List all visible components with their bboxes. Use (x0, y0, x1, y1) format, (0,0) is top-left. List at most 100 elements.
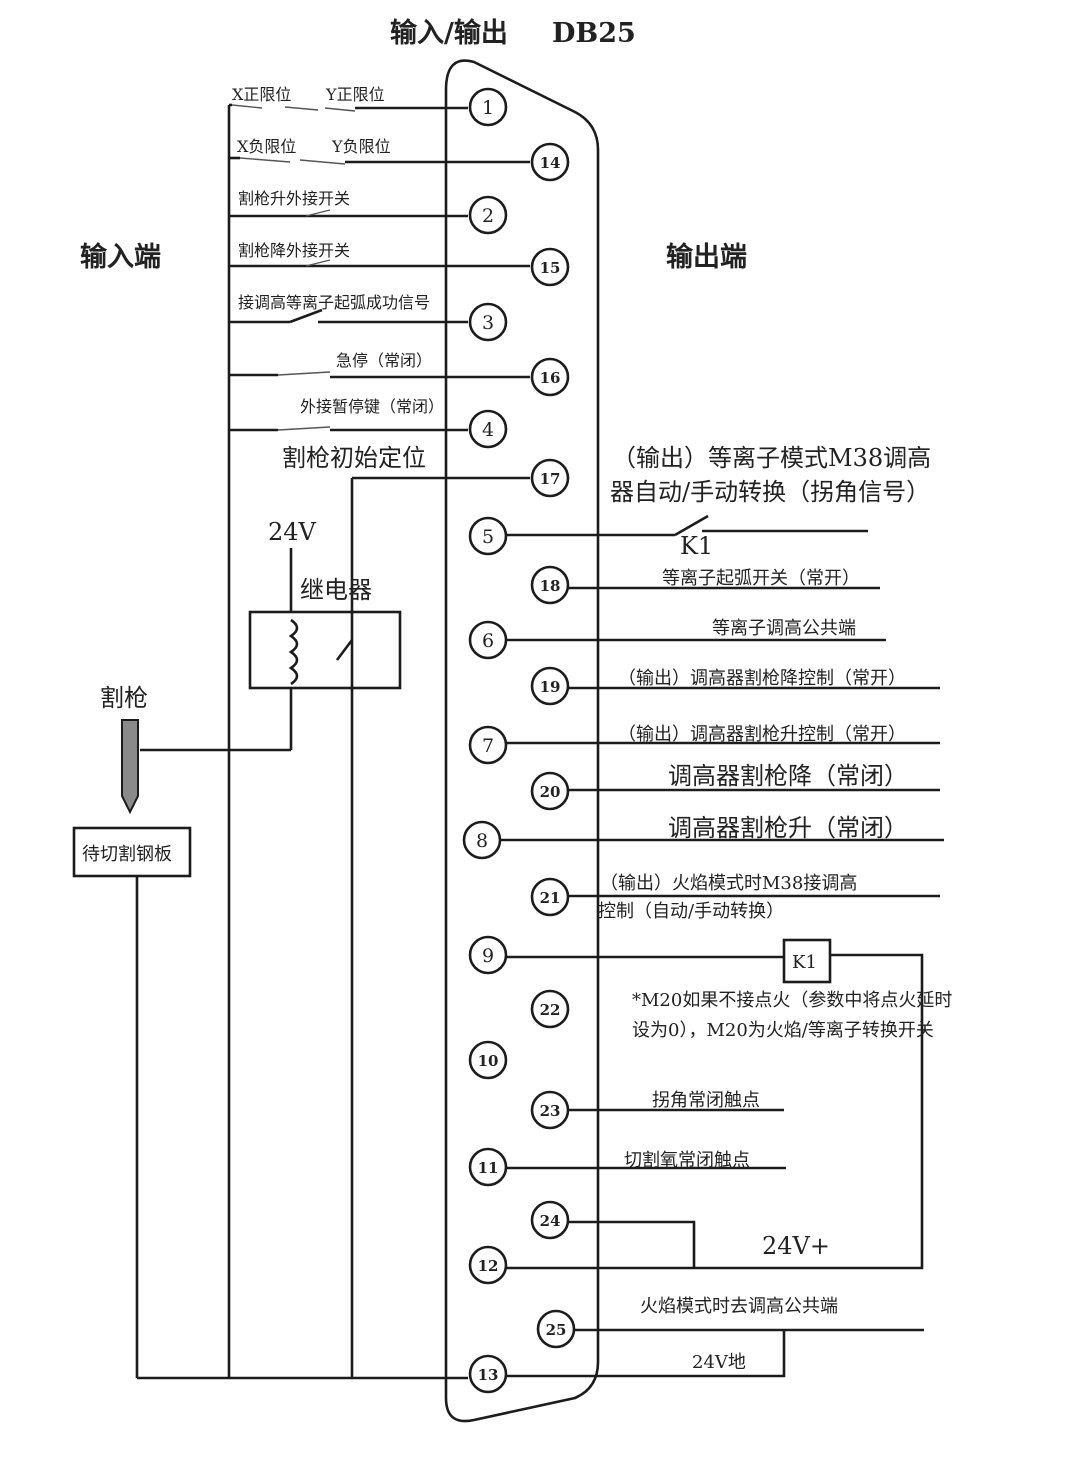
label-y-neg-limit: Y负限位 (331, 137, 391, 156)
label-corner-nc: 拐角常闭触点 (652, 1090, 760, 1111)
svg-text:9: 9 (482, 945, 494, 967)
label-arc-start: 等离子起弧开关（常开） (662, 568, 860, 589)
label-thc-up-out: （输出）调高器割枪升控制（常开） (618, 724, 906, 745)
pin-20: 20 (530, 771, 570, 811)
label-flame-mode-2: 控制（自动/手动转换） (598, 901, 784, 922)
output-row-pin18: 等离子起弧开关（常开） (568, 568, 880, 590)
label-plasma-mode-1: （输出）等离子模式M38调高 (612, 444, 931, 472)
output-row-pin7: （输出）调高器割枪升控制（常开） (506, 724, 940, 745)
label-thc-down-nc: 调高器割枪降（常闭） (668, 762, 908, 790)
svg-text:14: 14 (540, 154, 561, 172)
label-thc-up-nc: 调高器割枪升（常闭） (668, 814, 908, 842)
svg-text:22: 22 (540, 1001, 561, 1019)
output-row-pin9: K1 (506, 938, 924, 1270)
relay-voltage: 24V (268, 518, 317, 546)
connector-name: DB25 (552, 18, 636, 49)
label-thc-common: 等离子调高公共端 (712, 618, 856, 639)
pin-10: 10 (468, 1040, 508, 1080)
relay-label: 继电器 (300, 576, 372, 604)
note-line-1: *M20如果不接点火（参数中将点火延时 (632, 990, 952, 1011)
output-row-pin21: （输出）火焰模式时M38接调高 控制（自动/手动转换） (568, 873, 940, 922)
label-torch-up-switch: 割枪升外接开关 (238, 189, 350, 208)
k1-relay-box (782, 938, 832, 984)
output-row-pin19: （输出）调高器割枪降控制（常开） (568, 668, 940, 690)
pin-21: 21 (530, 877, 570, 917)
pin-15: 15 (530, 247, 570, 287)
output-row-pin11: 切割氧常闭触点 (506, 1150, 786, 1171)
output-side-label: 输出端 (666, 241, 747, 273)
label-flame-common: 火焰模式时去调高公共端 (640, 1296, 838, 1317)
svg-text:25: 25 (546, 1321, 567, 1339)
relay-contact-icon (335, 639, 354, 661)
pin-25: 25 (536, 1309, 576, 1349)
pin-1: 1 (468, 87, 508, 127)
svg-text:8: 8 (476, 830, 488, 852)
svg-text:20: 20 (540, 783, 561, 801)
output-row-pin23: 拐角常闭触点 (568, 1090, 784, 1112)
svg-text:11: 11 (478, 1159, 499, 1177)
relay-coil-icon (288, 618, 299, 686)
plate-label: 待切割钢板 (82, 844, 172, 865)
label-torch-down-switch: 割枪降外接开关 (238, 241, 350, 260)
torch-label: 割枪 (100, 684, 148, 712)
pin-7: 7 (468, 725, 508, 765)
output-row-pin6: 等离子调高公共端 (506, 618, 886, 642)
pin-3: 3 (468, 302, 508, 342)
relay-box (248, 610, 402, 690)
label-plasma-mode-2: 器自动/手动转换（拐角信号） (610, 478, 930, 506)
output-row-pin5: K1 (506, 514, 868, 560)
db25-shell (444, 59, 600, 1423)
svg-text:1: 1 (482, 97, 494, 119)
label-24v-plus: 24V+ (762, 1232, 830, 1260)
input-row-pin2: 割枪升外接开关 (229, 189, 468, 218)
input-row-pin1: X正限位 Y正限位 (229, 85, 468, 112)
svg-text:4: 4 (482, 419, 494, 441)
svg-text:17: 17 (540, 470, 561, 488)
pin-19: 19 (530, 666, 570, 706)
label-torch-init: 割枪初始定位 (282, 444, 426, 472)
output-row-pin8: 调高器割枪升（常闭） (500, 814, 944, 842)
svg-text:24: 24 (540, 1212, 561, 1230)
pin-12: 12 (468, 1245, 508, 1285)
pin-23: 23 (530, 1090, 570, 1130)
pin-2: 2 (468, 195, 508, 235)
pin-11: 11 (468, 1147, 508, 1187)
input-row-pin15: 割枪降外接开关 (229, 241, 530, 268)
pin-16: 16 (530, 357, 570, 397)
diagram-title: 输入/输出 (390, 17, 508, 49)
label-x-pos-limit: X正限位 (232, 85, 291, 104)
pin-24: 24 (530, 1200, 570, 1240)
pin-17: 17 (530, 458, 570, 498)
label-k1-contact: K1 (680, 532, 713, 560)
svg-text:19: 19 (540, 678, 561, 696)
plate-box (72, 826, 192, 878)
label-24v-gnd: 24V地 (692, 1352, 746, 1373)
pin-5: 5 (468, 516, 508, 556)
input-row-pin3: 接调高等离子起弧成功信号 (229, 293, 468, 324)
label-x-neg-limit: X负限位 (237, 137, 296, 156)
pin-9: 9 (468, 935, 508, 975)
svg-text:12: 12 (478, 1257, 499, 1275)
pin-4: 4 (468, 409, 508, 449)
svg-text:15: 15 (540, 259, 561, 277)
input-row-pin14: X负限位 Y负限位 (229, 137, 530, 165)
svg-text:6: 6 (482, 630, 494, 652)
svg-text:16: 16 (540, 369, 561, 387)
output-row-pin20: 调高器割枪降（常闭） (568, 762, 940, 792)
input-row-pin4: 外接暂停键（常闭） (229, 397, 468, 432)
pin-14: 14 (530, 142, 570, 182)
pin-22: 22 (530, 989, 570, 1029)
label-thc-down-out: （输出）调高器割枪降控制（常开） (618, 668, 906, 689)
pin-6: 6 (468, 620, 508, 660)
svg-text:13: 13 (478, 1366, 499, 1384)
svg-text:21: 21 (540, 889, 561, 907)
svg-text:5: 5 (482, 526, 494, 548)
svg-text:23: 23 (540, 1102, 561, 1120)
label-estop: 急停（常闭） (336, 351, 432, 370)
svg-text:7: 7 (482, 735, 494, 757)
pin-8: 8 (462, 820, 502, 860)
svg-text:18: 18 (540, 577, 561, 595)
output-row-pin25: 火焰模式时去调高公共端 24V地 (506, 1296, 924, 1378)
